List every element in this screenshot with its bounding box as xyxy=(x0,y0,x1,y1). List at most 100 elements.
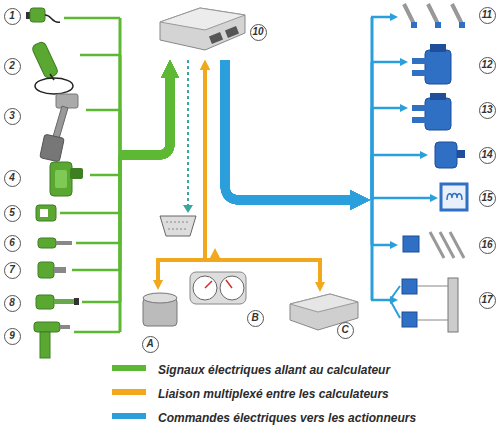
icon-part xyxy=(50,162,72,196)
icon-part xyxy=(412,105,426,111)
connector xyxy=(80,55,170,155)
connector-segment xyxy=(119,78,170,155)
icon-part xyxy=(412,117,426,123)
callout-number: 7 xyxy=(9,265,15,275)
connector xyxy=(205,70,320,282)
solenoid-valve xyxy=(412,93,451,130)
icon-part xyxy=(448,278,458,332)
icon-part xyxy=(435,22,441,28)
icon-part xyxy=(56,94,78,108)
callout-circle: 3 xyxy=(4,108,21,125)
callout-circle: 11 xyxy=(479,7,496,24)
icon-part xyxy=(40,209,48,217)
component-node: 6 xyxy=(2,232,76,254)
connector-segment xyxy=(371,200,374,300)
component-node: B xyxy=(186,268,266,330)
connector-segment xyxy=(225,60,350,200)
icon-part xyxy=(411,22,417,28)
connector xyxy=(225,60,430,200)
component-node: 17 xyxy=(398,275,498,335)
injector-icon xyxy=(404,4,465,28)
callout-circle: 14 xyxy=(479,147,496,164)
connector xyxy=(225,17,390,200)
sensor-icon xyxy=(38,238,72,248)
icon-part xyxy=(56,241,72,245)
icon-part xyxy=(112,389,146,395)
legend-entry: Commandes électriques vers les actionneu… xyxy=(158,408,416,426)
connector xyxy=(225,60,400,200)
sensor-icon xyxy=(26,8,60,22)
callout-number: 8 xyxy=(9,298,15,308)
callout-number: 2 xyxy=(9,61,15,71)
solenoid-valve xyxy=(412,44,451,84)
icon-part xyxy=(441,184,467,210)
connector-segment xyxy=(72,269,120,272)
callout-circle: A xyxy=(142,336,159,353)
component-node: 1 xyxy=(2,3,64,31)
callout-number: 11 xyxy=(482,10,492,20)
connector-segment xyxy=(371,154,420,157)
heater-symbol xyxy=(441,184,467,210)
motor-icon xyxy=(143,293,177,326)
connector-segment xyxy=(74,331,120,334)
icon-part xyxy=(404,4,414,24)
callout-number: A xyxy=(146,339,153,349)
ecu-icon xyxy=(160,8,245,50)
connector-segment xyxy=(371,244,390,247)
component-node: A xyxy=(138,290,186,355)
component-node: 5 xyxy=(2,202,60,225)
sensor-icon xyxy=(34,322,70,358)
icon-part xyxy=(425,50,451,84)
callout-number: 13 xyxy=(481,105,492,115)
connector-segment xyxy=(90,174,120,177)
callout-circle: 15 xyxy=(479,190,496,207)
connector-segment xyxy=(119,18,122,155)
connector-segment xyxy=(119,78,170,155)
icon-part xyxy=(160,8,245,30)
legend-entry: Signaux électriques allant au calculateu… xyxy=(158,360,390,378)
icon-part xyxy=(112,413,146,419)
icon-part xyxy=(402,279,417,294)
connector xyxy=(225,60,390,300)
icon-part xyxy=(390,286,400,318)
icon-part xyxy=(430,232,464,258)
icon-part xyxy=(190,272,246,304)
icon-part xyxy=(55,170,67,188)
callout-circle: 7 xyxy=(4,262,21,279)
icon-part xyxy=(40,332,50,358)
icon-part xyxy=(457,150,465,158)
connector-segment xyxy=(119,110,122,155)
callout-number: 1 xyxy=(9,11,15,21)
icon-part xyxy=(38,262,54,278)
icon-part xyxy=(205,280,232,288)
callout-circle: 17 xyxy=(479,292,496,309)
callout-number: 17 xyxy=(481,295,492,305)
icon-part xyxy=(74,298,79,305)
connector-segment xyxy=(225,60,350,200)
connector-segment xyxy=(76,242,120,245)
icon-part xyxy=(402,312,417,327)
icon-part xyxy=(31,41,59,80)
connector xyxy=(76,78,170,243)
callout-number: 4 xyxy=(9,173,15,183)
callout-circle: 8 xyxy=(4,295,21,312)
icon-part xyxy=(452,4,462,24)
callout-number: C xyxy=(341,325,348,335)
callout-circle: B xyxy=(247,310,264,327)
callout-circle: 2 xyxy=(4,58,21,75)
icon-part xyxy=(54,299,76,304)
icon-part xyxy=(34,322,60,332)
callout-circle: 4 xyxy=(4,170,21,187)
icon-part xyxy=(36,205,56,221)
icon-part xyxy=(143,293,177,303)
icon-part xyxy=(54,267,66,273)
connector xyxy=(64,18,170,155)
connector-segment xyxy=(80,54,120,57)
icon-part xyxy=(35,78,73,94)
legend-text: Commandes électriques vers les actionneu… xyxy=(158,411,416,425)
icon-part xyxy=(447,194,462,201)
component-node: 15 xyxy=(438,180,498,214)
callout-number: 3 xyxy=(9,111,15,121)
connector-segment xyxy=(64,17,120,20)
icon-part xyxy=(225,26,239,38)
